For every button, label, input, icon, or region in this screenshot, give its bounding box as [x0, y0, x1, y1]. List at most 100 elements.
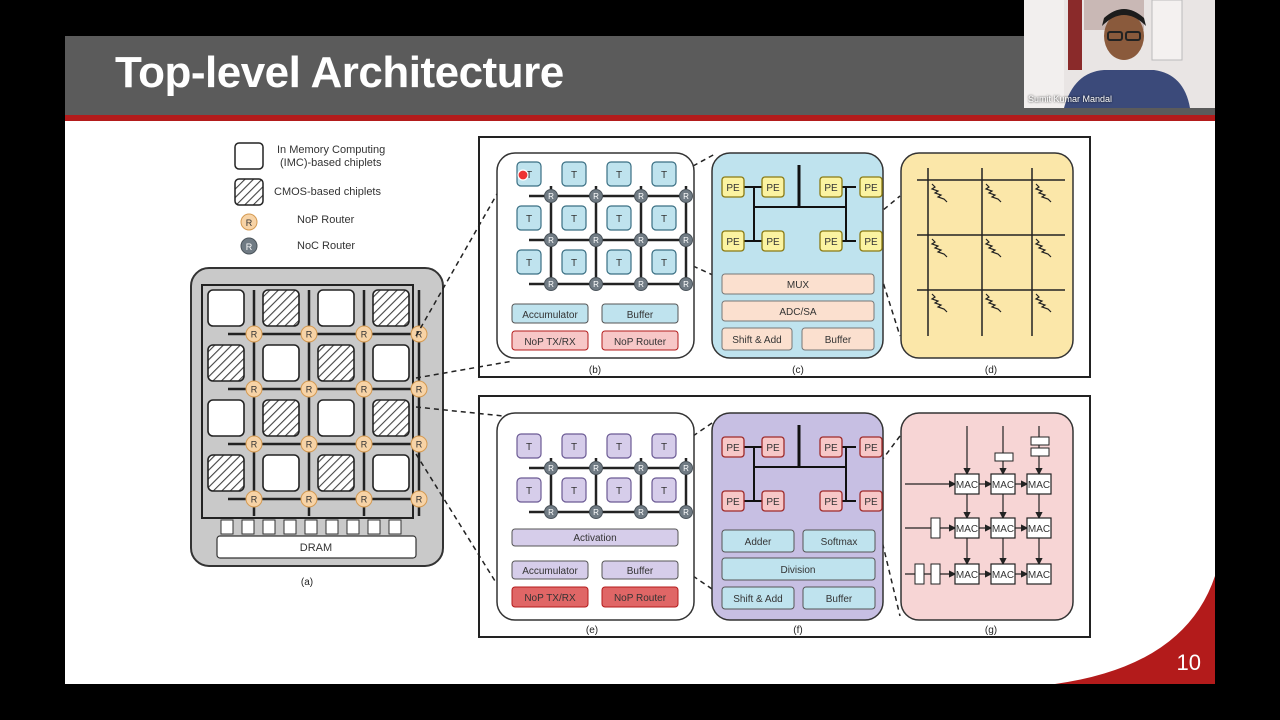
mac-unit — [1026, 473, 1052, 495]
c-shift-add — [721, 327, 793, 351]
e-activation-label: Activation — [573, 533, 616, 544]
tile — [651, 249, 677, 275]
f-buffer-label: Buffer — [826, 594, 853, 605]
input-buffer — [994, 452, 1014, 462]
tile-label: T — [616, 258, 622, 269]
slide: Top-level Architecture In Memory Computi… — [65, 36, 1215, 684]
pe — [859, 490, 883, 512]
tile — [606, 249, 632, 275]
noc-router-glyph: R — [638, 508, 644, 517]
noc-router-glyph: R — [593, 280, 599, 289]
f-adder-label: Adder — [745, 537, 772, 548]
noc-router — [589, 461, 603, 475]
noc-router — [544, 277, 558, 291]
f-shift-add-label: Shift & Add — [733, 594, 782, 605]
pe-label: PE — [824, 183, 838, 194]
noc-router-glyph: R — [593, 508, 599, 517]
legend-cmos-label: CMOS-based chiplets — [274, 186, 381, 198]
tile — [561, 161, 587, 187]
noc-router-glyph: R — [683, 236, 689, 245]
dram-port — [241, 519, 255, 535]
slide-number: 10 — [1176, 650, 1201, 675]
pe-label: PE — [766, 237, 780, 248]
mac-label: MAC — [992, 480, 1014, 491]
pe-label: PE — [766, 497, 780, 508]
legend-imc-label-2: (IMC)-based chiplets — [280, 157, 382, 169]
nop-router-glyph: R — [306, 440, 313, 450]
pe — [761, 176, 785, 198]
noc-router-glyph: R — [548, 464, 554, 473]
chiplet — [207, 399, 245, 437]
e-buffer-label: Buffer — [627, 566, 654, 577]
tile — [561, 249, 587, 275]
dram-port — [388, 519, 402, 535]
pe — [819, 230, 843, 252]
noc-router — [544, 189, 558, 203]
mac-label: MAC — [1028, 570, 1050, 581]
f-softmax-label: Softmax — [821, 537, 858, 548]
pointer-dot — [517, 169, 529, 181]
noc-router — [634, 277, 648, 291]
noc-router — [679, 461, 693, 475]
mac-label: MAC — [956, 570, 978, 581]
b-accumulator-label: Accumulator — [522, 310, 578, 321]
resistor — [984, 293, 1002, 313]
tile — [606, 161, 632, 187]
tile-label: T — [661, 486, 667, 497]
chiplet — [207, 289, 245, 327]
title-bar: Top-level Architecture — [65, 36, 1215, 115]
tile — [561, 477, 587, 503]
chiplet — [207, 454, 245, 492]
chiplet — [317, 344, 355, 382]
tile — [651, 161, 677, 187]
noc-router — [634, 505, 648, 519]
tile-label: T — [526, 486, 532, 497]
webcam-participant-name: Sumit Kumar Mandal — [1028, 94, 1113, 104]
pe — [859, 176, 883, 198]
tile — [561, 433, 587, 459]
nop-router-glyph: R — [306, 385, 313, 395]
nop-router — [410, 325, 428, 343]
tile-label: T — [571, 258, 577, 269]
noc-router — [679, 505, 693, 519]
pe-label: PE — [864, 497, 878, 508]
noc-router — [544, 233, 558, 247]
dram-port — [220, 519, 234, 535]
title-underline — [65, 115, 1215, 121]
tile-label: T — [571, 442, 577, 453]
mac-label: MAC — [956, 480, 978, 491]
noc-router-glyph: R — [593, 236, 599, 245]
resistor — [1034, 183, 1052, 203]
noc-router — [544, 461, 558, 475]
pe-label: PE — [766, 183, 780, 194]
nop-router — [300, 325, 318, 343]
nop-router — [245, 325, 263, 343]
panel-d: (d) — [900, 152, 1074, 376]
f-shift-add — [721, 586, 795, 610]
e-nop-router — [601, 586, 679, 608]
resistor — [930, 183, 948, 203]
pe — [721, 490, 745, 512]
b-buffer — [601, 303, 679, 324]
input-buffer — [1030, 447, 1050, 457]
frame-top — [478, 136, 1091, 378]
noc-router — [634, 461, 648, 475]
noc-router-glyph: R — [683, 464, 689, 473]
legend-nop-router-icon — [240, 213, 258, 231]
nop-router — [410, 435, 428, 453]
slide-title: Top-level Architecture — [115, 48, 564, 97]
noc-router — [544, 505, 558, 519]
dram-port — [367, 519, 381, 535]
caption-g: (g) — [985, 625, 997, 636]
architecture-diagram: In Memory Computing (IMC)-based chiplets… — [190, 136, 1215, 684]
legend-noc-router-icon — [240, 237, 258, 255]
nop-router-glyph: R — [361, 440, 368, 450]
nop-router-glyph: R — [251, 330, 258, 340]
dram-port — [283, 519, 297, 535]
mac-unit — [954, 563, 980, 585]
nop-router-glyph: R — [251, 385, 258, 395]
mac-unit — [954, 473, 980, 495]
input-buffer — [914, 563, 925, 585]
